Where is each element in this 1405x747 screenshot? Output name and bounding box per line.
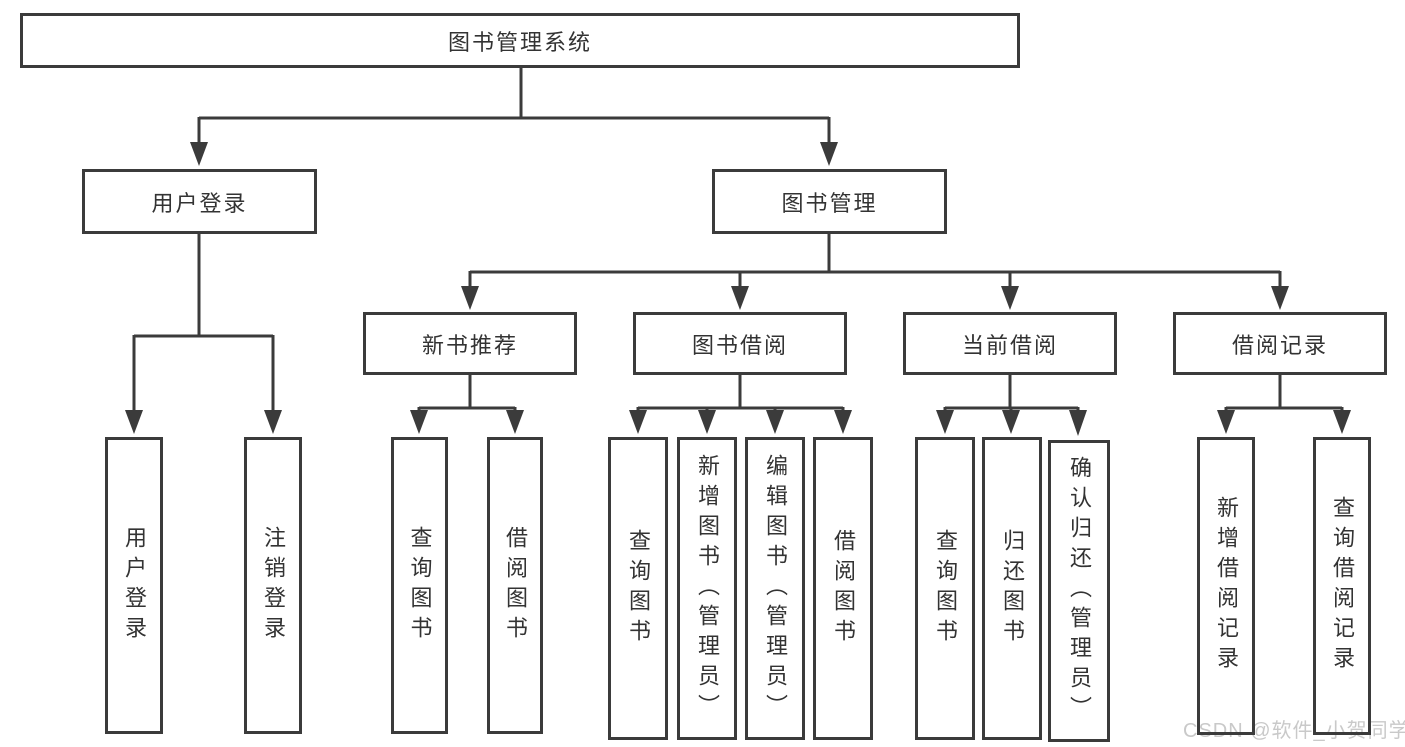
leaf-query-book-3: 查询图书 bbox=[915, 437, 975, 740]
node-borrow-record: 借阅记录 bbox=[1173, 312, 1387, 375]
leaf-return-book-label: 归还图书 bbox=[1000, 528, 1025, 649]
leaf-query-book-2-label: 查询图书 bbox=[626, 528, 651, 649]
node-current-borrow: 当前借阅 bbox=[903, 312, 1117, 375]
leaf-query-book-1-label: 查询图书 bbox=[407, 525, 433, 646]
connector-newbook-to-leaves bbox=[417, 375, 517, 412]
node-root-label: 图书管理系统 bbox=[447, 29, 592, 55]
leaf-edit-book-admin: 编辑图书（管理员） bbox=[745, 437, 805, 740]
leaf-edit-book-admin-label: 编辑图书（管理员） bbox=[763, 453, 788, 724]
leaf-confirm-return-admin-label: 确认归还（管理员） bbox=[1067, 456, 1092, 726]
leaf-add-book-admin: 新增图书（管理员） bbox=[677, 437, 737, 740]
node-root: 图书管理系统 bbox=[20, 13, 1020, 68]
leaf-borrow-book-1: 借阅图书 bbox=[487, 437, 543, 734]
node-user-login: 用户登录 bbox=[82, 169, 317, 234]
leaf-borrow-book-1-label: 借阅图书 bbox=[503, 525, 528, 646]
leaf-query-book-3-label: 查询图书 bbox=[933, 528, 958, 649]
leaf-borrow-book-2: 借阅图书 bbox=[813, 437, 873, 740]
connector-userlogin-to-leaves bbox=[132, 234, 275, 412]
leaf-add-borrow-record-label: 新增借阅记录 bbox=[1214, 496, 1239, 676]
leaf-borrow-book-2-label: 借阅图书 bbox=[831, 528, 856, 649]
node-current-borrow-label: 当前借阅 bbox=[961, 332, 1058, 358]
leaf-query-borrow-record-label: 查询借阅记录 bbox=[1330, 496, 1355, 676]
leaf-logout: 注销登录 bbox=[244, 437, 302, 734]
leaf-add-book-admin-label: 新增图书（管理员） bbox=[695, 453, 720, 724]
node-user-login-label: 用户登录 bbox=[151, 190, 248, 216]
node-new-book-recommend-label: 新书推荐 bbox=[421, 332, 518, 358]
connector-currentborrow-to-leaves bbox=[943, 375, 1080, 412]
leaf-user-login: 用户登录 bbox=[105, 437, 163, 734]
leaf-query-book-2: 查询图书 bbox=[608, 437, 668, 740]
node-book-management-label: 图书管理 bbox=[781, 190, 878, 216]
node-borrow-record-label: 借阅记录 bbox=[1231, 332, 1328, 358]
connector-borrowrecord-to-leaves bbox=[1224, 375, 1344, 412]
leaf-logout-label: 注销登录 bbox=[261, 525, 286, 646]
leaf-query-borrow-record: 查询借阅记录 bbox=[1313, 437, 1371, 735]
leaf-confirm-return-admin: 确认归还（管理员） bbox=[1048, 440, 1110, 742]
leaf-return-book: 归还图书 bbox=[982, 437, 1042, 740]
connector-root-to-level2 bbox=[197, 68, 831, 144]
node-new-book-recommend: 新书推荐 bbox=[363, 312, 577, 375]
leaf-add-borrow-record: 新增借阅记录 bbox=[1197, 437, 1255, 735]
csdn-watermark: CSDN @软件_小贺同学 bbox=[1183, 720, 1405, 742]
node-book-management: 图书管理 bbox=[712, 169, 947, 234]
leaf-query-book-1: 查询图书 bbox=[391, 437, 448, 734]
leaf-user-login-label: 用户登录 bbox=[122, 525, 147, 646]
arrowheads bbox=[125, 142, 1351, 436]
connector-bookmgmt-to-level3 bbox=[468, 234, 1282, 288]
node-book-borrow-label: 图书借阅 bbox=[691, 332, 788, 358]
node-book-borrow: 图书借阅 bbox=[633, 312, 847, 375]
connector-bookborrow-to-leaves bbox=[636, 375, 845, 412]
